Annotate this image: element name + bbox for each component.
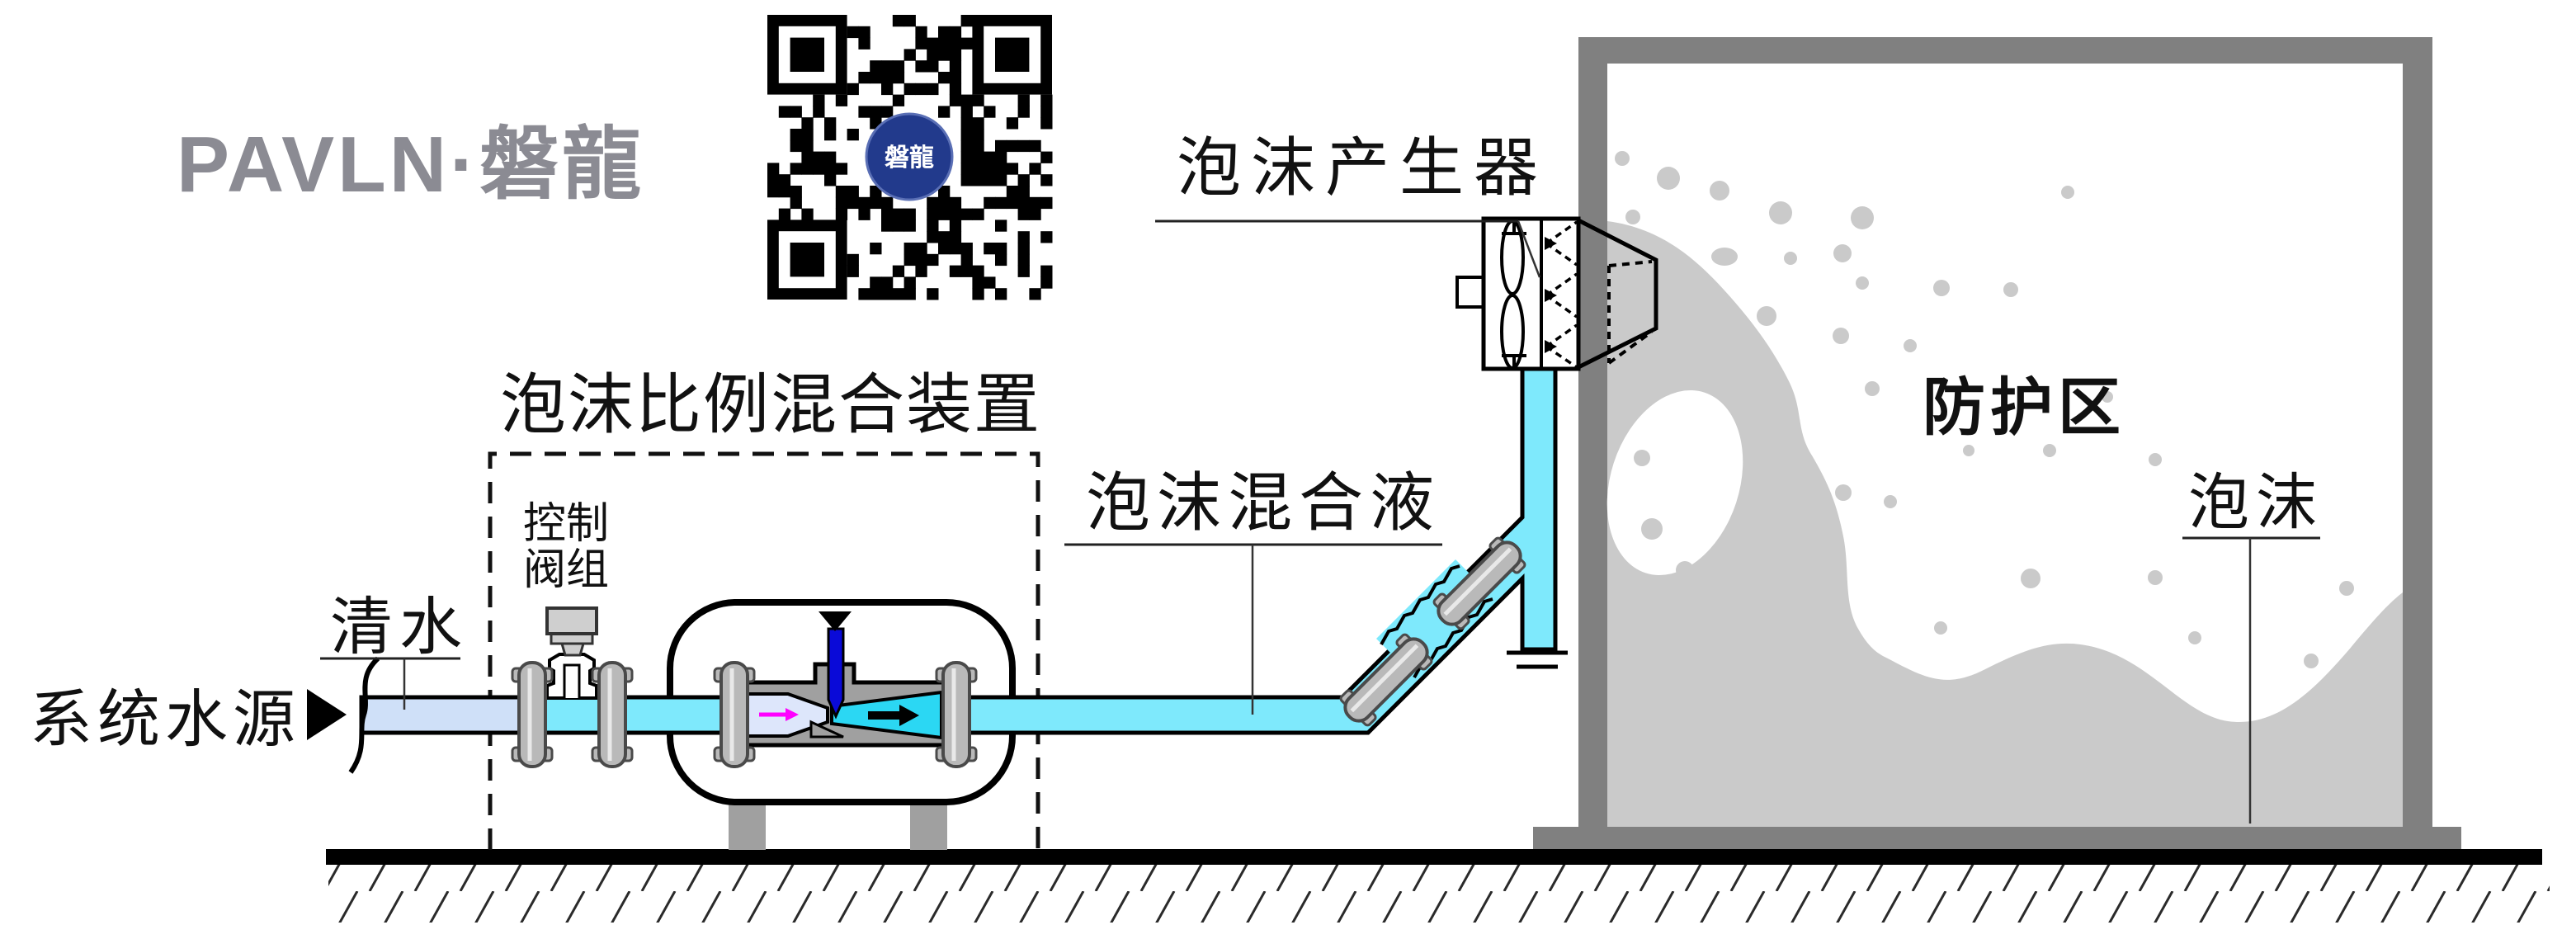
label-protected-zone: 防护区 [1923, 373, 2125, 443]
proportioner-dashed-box [488, 451, 1040, 850]
ground-line [326, 849, 2542, 865]
injector-needle [827, 627, 845, 720]
generator-mesh [1545, 220, 1578, 369]
riser-support [1507, 650, 1568, 669]
venturi-proportioner [724, 611, 947, 748]
generator-housing [1481, 216, 1581, 371]
injector-arrow-icon [819, 611, 852, 631]
flow-arrow-solution [868, 705, 919, 726]
protected-room [1533, 37, 2461, 850]
foam-droplets [1615, 151, 2354, 668]
ground-hatching [328, 865, 2550, 923]
annotations: 泡沫产生器 泡沫比例混合装置 泡沫混合液 防护区 泡沫 清水 控制 阀组 系统水… [30, 132, 2324, 824]
valve-actuator [545, 606, 598, 635]
valve-neck [560, 642, 585, 657]
generator-fan-icon [1500, 219, 1526, 370]
flow-arrow-water [759, 708, 799, 721]
label-foam: 泡沫 [2188, 470, 2324, 537]
foam-pocket [1606, 390, 1743, 575]
label-water-source: 系统水源 [30, 686, 300, 755]
room-right-wall [2403, 37, 2432, 850]
brand-logo: PAVLN·磐龍 [177, 120, 644, 209]
label-foam-solution: 泡沫混合液 [1086, 467, 1441, 539]
qr-code: 磐龍 [767, 15, 1053, 300]
label-foam-generator: 泡沫产生器 [1177, 132, 1548, 204]
generator-side-tab [1455, 276, 1487, 309]
room-top-wall [1578, 37, 2432, 64]
label-control-valve-2: 阀组 [523, 547, 609, 594]
label-clean-water: 清水 [330, 593, 469, 663]
pipe-break-symbol [348, 656, 380, 774]
label-control-valve-1: 控制 [523, 501, 609, 548]
foam-generator [1455, 216, 1658, 371]
qr-center-label: 磐龍 [885, 144, 934, 172]
flex-hose-corrugation-outer [1380, 564, 1460, 645]
venturi-lower-wedge [809, 720, 844, 739]
control-valve [545, 606, 598, 700]
room-left-wall [1578, 37, 1607, 850]
valve-stem-slot [563, 663, 581, 698]
foam-mass [1607, 221, 2403, 827]
qr-center-badge [865, 112, 954, 201]
ground [326, 849, 2550, 923]
generator-horn-hidden-edges [1607, 260, 1654, 365]
room-floor-slab [1533, 827, 2461, 850]
water-source-arrow [307, 689, 347, 740]
label-proportioner: 泡沫比例混合装置 [500, 370, 1041, 442]
generator-horn [1577, 218, 1658, 370]
